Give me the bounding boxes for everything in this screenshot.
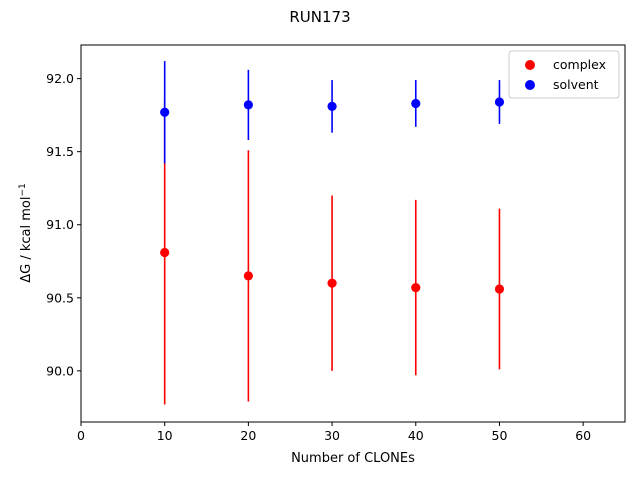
y-tick-label: 92.0 [46, 71, 74, 86]
data-point-solvent [327, 101, 337, 111]
x-tick-label: 10 [157, 428, 173, 443]
x-axis-label: Number of CLONEs [291, 451, 415, 466]
y-axis-label-exponent: −1 [18, 183, 28, 196]
chart-title: RUN173 [289, 8, 350, 26]
data-point-complex [327, 278, 337, 288]
legend-box [508, 50, 620, 99]
y-tick-label: 90.0 [46, 363, 74, 378]
legend-label-solvent: solvent [553, 77, 599, 92]
data-point-complex [411, 282, 421, 293]
legend-marker-solvent [525, 80, 535, 90]
x-axis: 0 10 20 30 40 50 60 [77, 422, 591, 443]
data-point-solvent [411, 98, 421, 109]
x-tick-label: 60 [575, 428, 591, 443]
x-tick-label: 20 [240, 428, 256, 443]
legend-marker-complex [525, 60, 535, 70]
x-tick-label: 50 [492, 428, 508, 443]
y-axis: 90.0 90.5 91.0 91.5 92.0 [46, 71, 81, 378]
legend-label-complex: complex [553, 57, 606, 72]
data-point-solvent [160, 107, 170, 117]
y-tick-label: 91.5 [46, 144, 74, 159]
y-tick-label: 90.5 [46, 290, 74, 305]
legend: complex solvent [508, 50, 620, 99]
x-tick-label: 40 [408, 428, 424, 443]
data-point-complex [160, 247, 170, 258]
x-tick-label: 30 [324, 428, 340, 443]
x-tick-label: 0 [77, 428, 85, 443]
data-point-complex [494, 284, 505, 294]
y-tick-label: 91.0 [46, 217, 74, 232]
data-point-solvent [494, 97, 505, 107]
plot-frame [80, 44, 626, 423]
plot-area [160, 61, 505, 405]
data-point-complex [243, 271, 253, 281]
y-axis-label: ΔG / kcal mol−1 [18, 183, 34, 283]
y-axis-label-main: ΔG / kcal mol [19, 197, 34, 283]
data-point-solvent [243, 100, 253, 110]
